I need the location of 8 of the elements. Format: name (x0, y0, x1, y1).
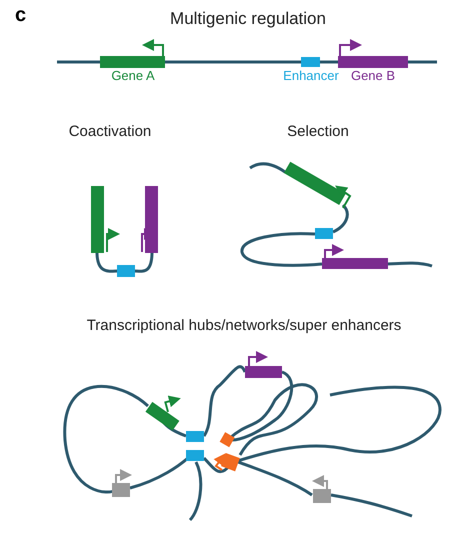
panel-letter: c (15, 4, 26, 26)
panel-title: Coactivation (68, 124, 152, 140)
panel-title: Selection (287, 124, 349, 140)
enhancer-label: Enhancer (283, 69, 339, 84)
panel-title: Transcriptional hubs/networks/super enhancers (86, 318, 402, 334)
panel-title: Multigenic regulation (170, 10, 326, 29)
gene-label: Gene A (111, 69, 155, 84)
gene-label: Gene B (350, 69, 396, 84)
